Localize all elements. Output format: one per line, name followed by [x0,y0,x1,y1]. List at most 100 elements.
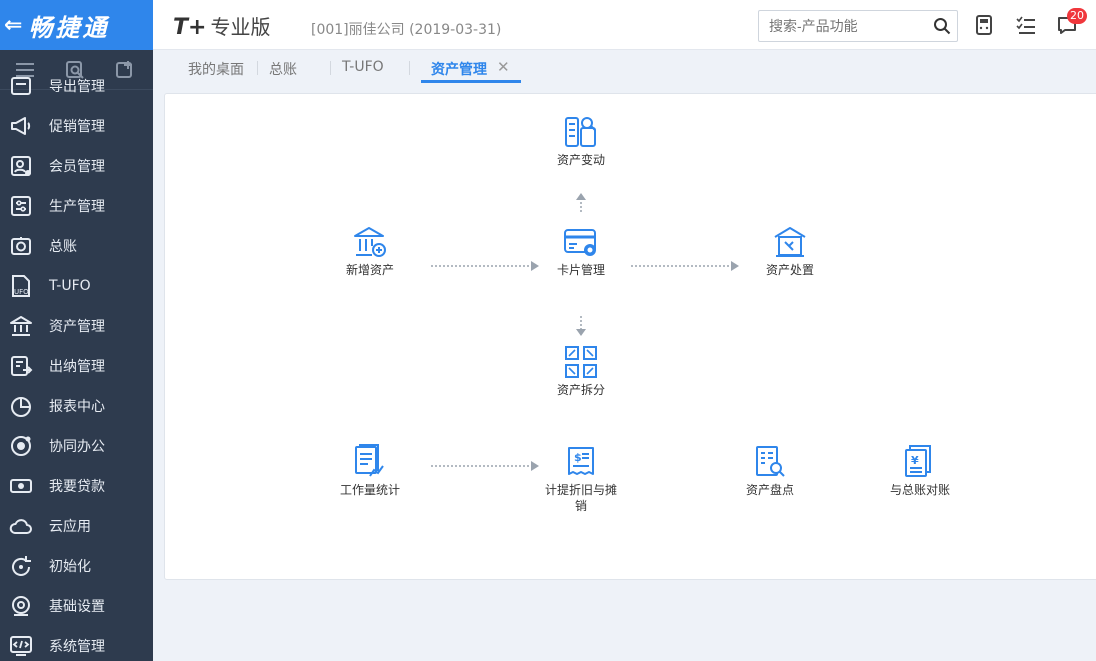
sidebar-item-reports[interactable]: 报表中心 [0,386,153,426]
node-asset-disposal[interactable]: 资产处置 [735,224,845,278]
add-menu-icon[interactable] [100,60,150,80]
sidebar-item-label: 生产管理 [49,199,105,215]
node-label: 资产盘点 [745,483,794,497]
search-menu-icon[interactable] [50,60,100,80]
pie-chart-icon [8,393,34,419]
logo-text: 专业版 [210,15,271,39]
logo-mark: T+ [173,15,207,40]
svg-text:$: $ [574,451,582,464]
settings-icon [8,593,34,619]
company-info: [001]丽佳公司 (2019-03-31) [311,22,502,38]
tab-my-desktop[interactable]: 我的桌面 [188,62,244,78]
product-logo: T+专业版 [173,11,270,40]
code-icon [8,633,34,659]
sidebar-item-cashier[interactable]: 出纳管理 [0,346,153,386]
sidebar-item-label: 总账 [49,239,77,255]
refresh-icon [8,553,34,579]
sidebar-item-assets[interactable]: 资产管理 [0,306,153,346]
sidebar-item-export[interactable]: 导出管理 [0,66,153,106]
node-label: 与总账对账 [889,483,950,497]
sidebar-item-collab[interactable]: 协同办公 [0,426,153,466]
menu-icon[interactable] [0,61,50,79]
sidebar-item-member[interactable]: 会员管理 [0,146,153,186]
sidebar-item-label: T-UFO [49,278,91,294]
sidebar-item-label: 报表中心 [49,399,105,415]
megaphone-icon [8,113,34,139]
sidebar-toolbar [0,50,153,90]
sidebar-item-settings[interactable]: 基础设置 [0,586,153,626]
tab-divider [257,61,258,75]
sidebar-item-label: 资产管理 [49,319,105,335]
search-box [758,10,958,42]
sidebar-item-init[interactable]: 初始化 [0,546,153,586]
sidebar-item-label: 我要贷款 [49,479,105,495]
search-icon[interactable] [933,17,951,39]
svg-text:¥: ¥ [911,454,919,467]
collab-icon [8,433,34,459]
close-icon[interactable]: ✕ [497,58,510,76]
search-input[interactable] [769,18,939,34]
tab-general-ledger[interactable]: 总账 [269,62,297,78]
node-asset-inventory[interactable]: 资产盘点 [715,444,825,498]
sidebar-item-label: 导出管理 [49,79,105,95]
sidebar-item-promotion[interactable]: 促销管理 [0,106,153,146]
sidebar-item-label: 系统管理 [49,639,105,655]
ufo-doc-icon: UFO [8,273,34,299]
calculator-icon[interactable] [975,15,993,39]
brand-bar: ⇐ 畅捷通 [0,0,153,50]
node-asset-change[interactable]: 资产变动 [526,114,636,168]
node-label: 计提折旧与摊销 [544,483,617,513]
tab-tufo[interactable]: T-UFO [342,59,384,75]
sidebar-item-cloud[interactable]: 云应用 [0,506,153,546]
brand-name: 畅捷通 [28,13,110,42]
sidebar-item-production[interactable]: 生产管理 [0,186,153,226]
cart-icon [8,73,34,99]
arrow-left-icon[interactable]: ⇐ [4,12,23,38]
sidebar-item-tufo[interactable]: UFO T-UFO [0,266,153,306]
node-asset-split[interactable]: 资产拆分 [526,344,636,398]
card-management-icon [563,224,599,260]
sidebar-item-system[interactable]: 系统管理 [0,626,153,661]
top-header: T+专业版 [001]丽佳公司 (2019-03-31) 20 [153,0,1096,50]
node-label: 卡片管理 [556,263,605,277]
node-label: 资产处置 [765,263,814,277]
cash-icon [8,473,34,499]
tab-divider [409,61,410,75]
node-depreciation[interactable]: $ 计提折旧与摊销 [526,444,636,514]
tab-bar: 我的桌面 总账 T-UFO 资产管理 ✕ [153,51,1096,83]
bank-icon [8,313,34,339]
node-label: 资产变动 [556,153,605,167]
sidebar-menu: 导出管理 促销管理 会员管理 生产管理 总账 UFO T-UFO 资产管理 出纳 [0,66,153,661]
notification-badge: 20 [1067,8,1087,24]
sidebar-item-label: 协同办公 [49,439,105,455]
node-card-management[interactable]: 卡片管理 [526,224,636,278]
asset-change-icon [563,114,599,150]
node-reconcile-ledger[interactable]: ¥ 与总账对账 [865,444,975,498]
node-workload-stats[interactable]: 工作量统计 [315,444,425,498]
ledger-icon [8,233,34,259]
sidebar-item-loan[interactable]: 我要贷款 [0,466,153,506]
asset-flow-panel: 资产变动 新增资产 卡片管理 资产处置 资产拆分 工作量统计 $ [164,93,1096,580]
sidebar-item-label: 会员管理 [49,159,105,175]
sidebar-item-ledger[interactable]: 总账 [0,226,153,266]
sidebar-item-label: 出纳管理 [49,359,105,375]
flow-connectors [431,193,739,471]
svg-text:UFO: UFO [14,288,29,296]
depreciation-icon: $ [563,444,599,480]
node-label: 资产拆分 [556,383,605,397]
sidebar: 导出管理 促销管理 会员管理 生产管理 总账 UFO T-UFO 资产管理 出纳 [0,50,153,661]
tab-asset-management[interactable]: 资产管理 [421,59,521,83]
reconcile-ledger-icon: ¥ [902,444,938,480]
workload-stats-icon [352,444,388,480]
cloud-icon [8,513,34,539]
asset-inventory-icon [752,444,788,480]
node-label: 新增资产 [345,263,394,277]
sidebar-item-label: 云应用 [49,519,91,535]
node-add-asset[interactable]: 新增资产 [315,224,425,278]
asset-disposal-icon [772,224,808,260]
sidebar-item-label: 初始化 [49,559,91,575]
asset-split-icon [563,344,599,380]
sidebar-item-label: 基础设置 [49,599,105,615]
todo-list-icon[interactable] [1016,15,1036,39]
cashier-icon [8,353,34,379]
